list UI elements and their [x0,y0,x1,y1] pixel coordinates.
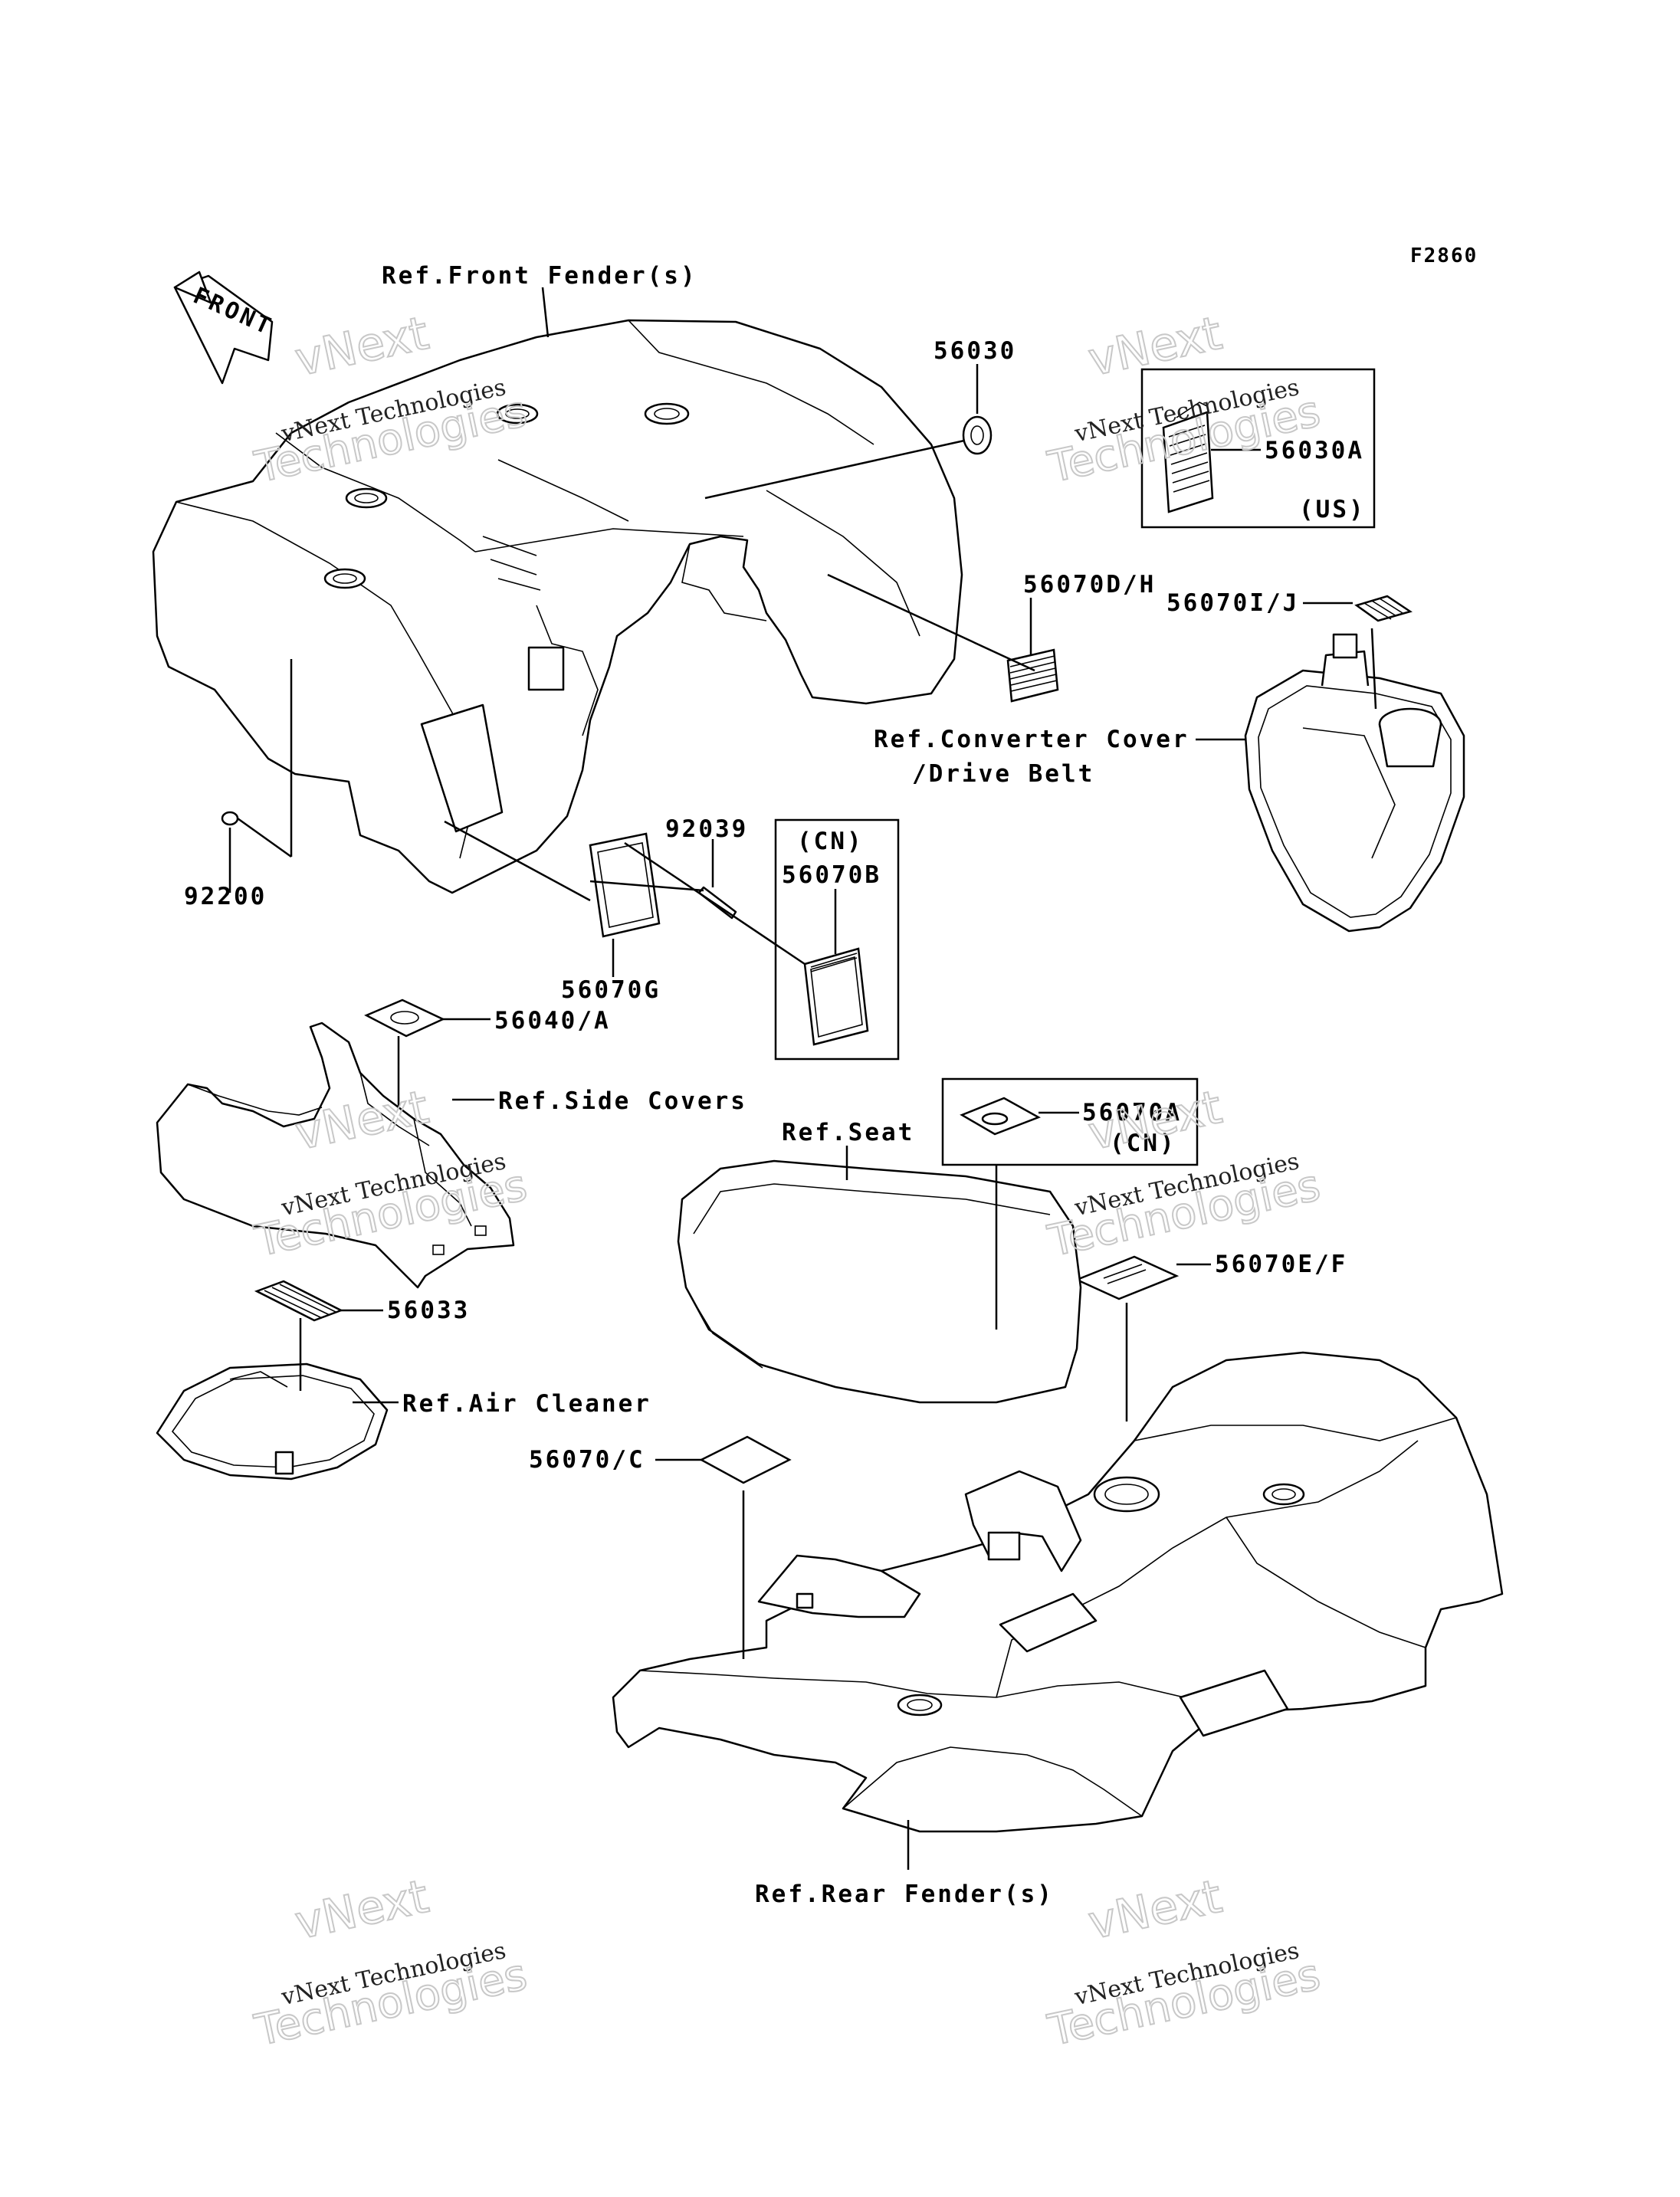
part-56070ef-label: 56070E/F [1215,1251,1347,1278]
ref-air-cleaner-label: Ref.Air Cleaner [402,1390,651,1418]
converter-cover-drawing [1244,633,1465,933]
sticker-56070c [699,1435,792,1484]
svg-text:vNext: vNext [1084,1870,1226,1950]
part-92039-label: 92039 [665,815,748,843]
part-56040a-label: 56040/A [494,1007,611,1035]
sticker-56070b [803,947,869,1046]
part-56033-label: 56033 [387,1297,470,1324]
leader-lines [228,287,1377,1870]
watermark-6: vNext vNext Technologies Technologies [1043,1869,1325,2057]
ref-front-fender-label: Ref.Front Fender(s) [382,262,697,290]
part-56070g-label: 56070G [561,976,661,1004]
sticker-56070ij [1354,595,1413,622]
part-56070ij-label: 56070I/J [1166,589,1299,617]
rear-fender-drawing [612,1351,1504,1833]
box-56070b-cn [774,818,900,1061]
part-56070c-label: 56070/C [529,1446,645,1474]
cn-label-2: (CN) [1110,1130,1176,1157]
sticker-56070a [960,1097,1041,1136]
box-56070a-cn [941,1077,1199,1166]
part-92200-label: 92200 [184,883,267,910]
front-arrow-icon: FRONT [173,271,277,385]
part-56030a-label: 56030A [1265,437,1364,464]
side-covers-drawing [156,1021,515,1289]
sticker-56033 [254,1280,344,1322]
svg-text:vNext: vNext [290,1870,433,1950]
figure-code: F2860 [1410,244,1478,267]
svg-text:vNext: vNext [1084,307,1226,387]
clip-92200-icon [221,811,239,826]
part-56070b-label: 56070B [782,861,881,889]
ref-converter-cover-label: Ref.Converter Cover [874,726,1189,753]
sticker-56040a [364,998,445,1038]
part-56070dh-label: 56070D/H [1023,571,1156,598]
ref-side-covers-label: Ref.Side Covers [498,1087,747,1115]
part-56030-label: 56030 [934,337,1016,365]
svg-text:vNext: vNext [290,307,433,387]
sticker-56070ef [1074,1255,1180,1300]
ref-seat-label: Ref.Seat [782,1119,914,1146]
ref-drive-belt-label: /Drive Belt [912,760,1094,788]
seat-drawing [677,1159,1082,1404]
sticker-56030a [1162,402,1214,513]
sticker-56070g [589,832,661,938]
box-56030a-us [1140,368,1376,529]
front-fender-drawing [152,319,963,894]
sticker-56070dh [1006,648,1059,703]
air-cleaner-drawing [156,1362,389,1481]
watermark-5: vNext vNext Technologies Technologies [250,1869,532,2057]
part-56070a-label: 56070A [1082,1099,1182,1126]
grommet-56030-icon [962,415,993,455]
us-label: (US) [1299,496,1366,523]
ref-rear-fender-label: Ref.Rear Fender(s) [755,1881,1054,1908]
cn-label-1: (CN) [797,828,864,855]
